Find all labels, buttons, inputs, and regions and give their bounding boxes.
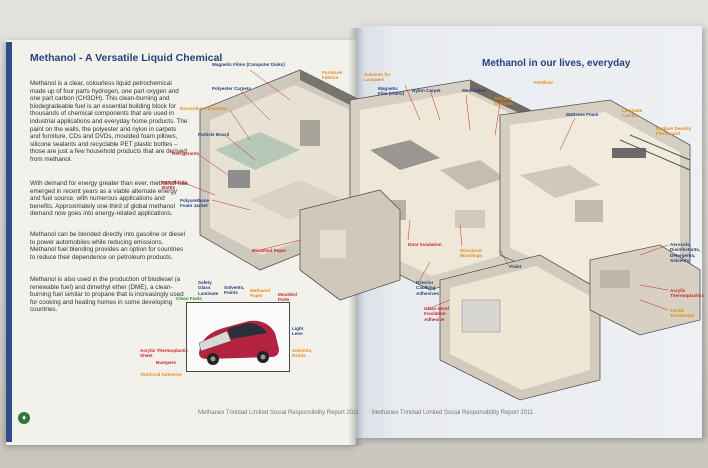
label-acrylic-thermoplastics: Acrylic Thermoplastic Sheet <box>140 348 188 359</box>
label-methanol-paper: Methanol Paper <box>250 288 271 299</box>
label-magnetic-films: Magnetic Films (Computer Disks) <box>212 62 285 67</box>
label-light-lens: Light Lens <box>292 326 304 337</box>
brand-leaf-icon: ♦ <box>18 412 30 424</box>
label-furniture-fabrics: Furniture Fabrics <box>322 70 343 81</box>
label-tire-cord-adhesive: Tire/Cord Adhesive <box>140 372 182 377</box>
label-polyurethane-jacket: Polyurethane Foam Jacket <box>180 198 210 209</box>
label-pet-bottle: PET Plastic Bottle <box>162 180 188 191</box>
label-mattress-foam: Mattress Foam <box>566 112 599 117</box>
label-glass-wool: Glass Wool Insulation Adhesive <box>424 306 449 322</box>
label-bleached-paper: Bleached Paper <box>252 248 287 253</box>
label-textile-treatments: Textile Treatments <box>670 308 695 319</box>
paragraph-4: Methanol is also used in the production … <box>30 276 184 314</box>
label-bumpers: Bumpers <box>156 360 176 365</box>
left-accent-bar <box>6 42 12 442</box>
paragraph-3: Methanol can be blended directly into ga… <box>30 231 186 261</box>
label-exterior-caulking: Exterior Caulking Adhesives <box>416 280 439 296</box>
label-paint: Paint <box>510 264 522 269</box>
label-door-insulation: Door Insulation <box>408 242 442 247</box>
label-nylon-carpet: Nylon Carpet <box>412 88 441 93</box>
label-safety-glass: Safety Glass Laminate <box>198 280 219 296</box>
footer-right: Methanex Trinidad Limited Social Respons… <box>372 410 534 416</box>
paragraph-1: Methanol is a clear, colourless liquid p… <box>30 80 188 163</box>
label-refrigerants: Refrigerants <box>172 151 200 156</box>
label-decorative-laminates: Decorative Laminates <box>180 106 228 111</box>
label-polyester-carpets: Polyester Carpets <box>212 86 252 91</box>
left-page-title: Methanol - A Versatile Liquid Chemical <box>30 52 223 64</box>
label-magnetic-film-video: Magnetic Film (Video) <box>378 86 405 97</box>
car-inset <box>186 302 290 372</box>
label-dyes-paints: Solvents, Paints <box>292 348 313 359</box>
label-structural-woodings: Structural Woodings <box>460 248 483 259</box>
label-laminate-lumber: Laminate Lumber <box>622 108 643 119</box>
label-acrylic-thermoplastics-right: Acrylic Thermoplastics <box>670 288 704 299</box>
right-page-title: Methanol in our lives, everyday <box>482 58 631 69</box>
label-silicone-sealants: Silicone Sealants <box>494 96 513 107</box>
paragraph-2: With demand for energy greater than ever… <box>30 180 188 218</box>
label-solvents-lacquers: Solvents for Lacquers <box>364 72 391 83</box>
label-clean-fuels: Clean Fuels <box>176 296 202 301</box>
label-moulded-parts: Moulded Parts <box>278 292 297 303</box>
label-medium-density-fibreboard: Medium Density Fibreboard <box>656 126 692 137</box>
footer-left: Methanex Trinidad Limited Social Respons… <box>198 410 360 416</box>
label-fertilizer: Fertilizer <box>534 80 554 85</box>
label-medication: Medication <box>462 88 486 93</box>
label-particle-board: Particle Board <box>198 132 230 137</box>
car-illustration <box>198 320 279 365</box>
label-aerosols: Aerosols, Disinfectants, Detergents, Sol… <box>670 242 701 264</box>
label-solvents-paints: Solvents, Paints <box>224 285 245 296</box>
